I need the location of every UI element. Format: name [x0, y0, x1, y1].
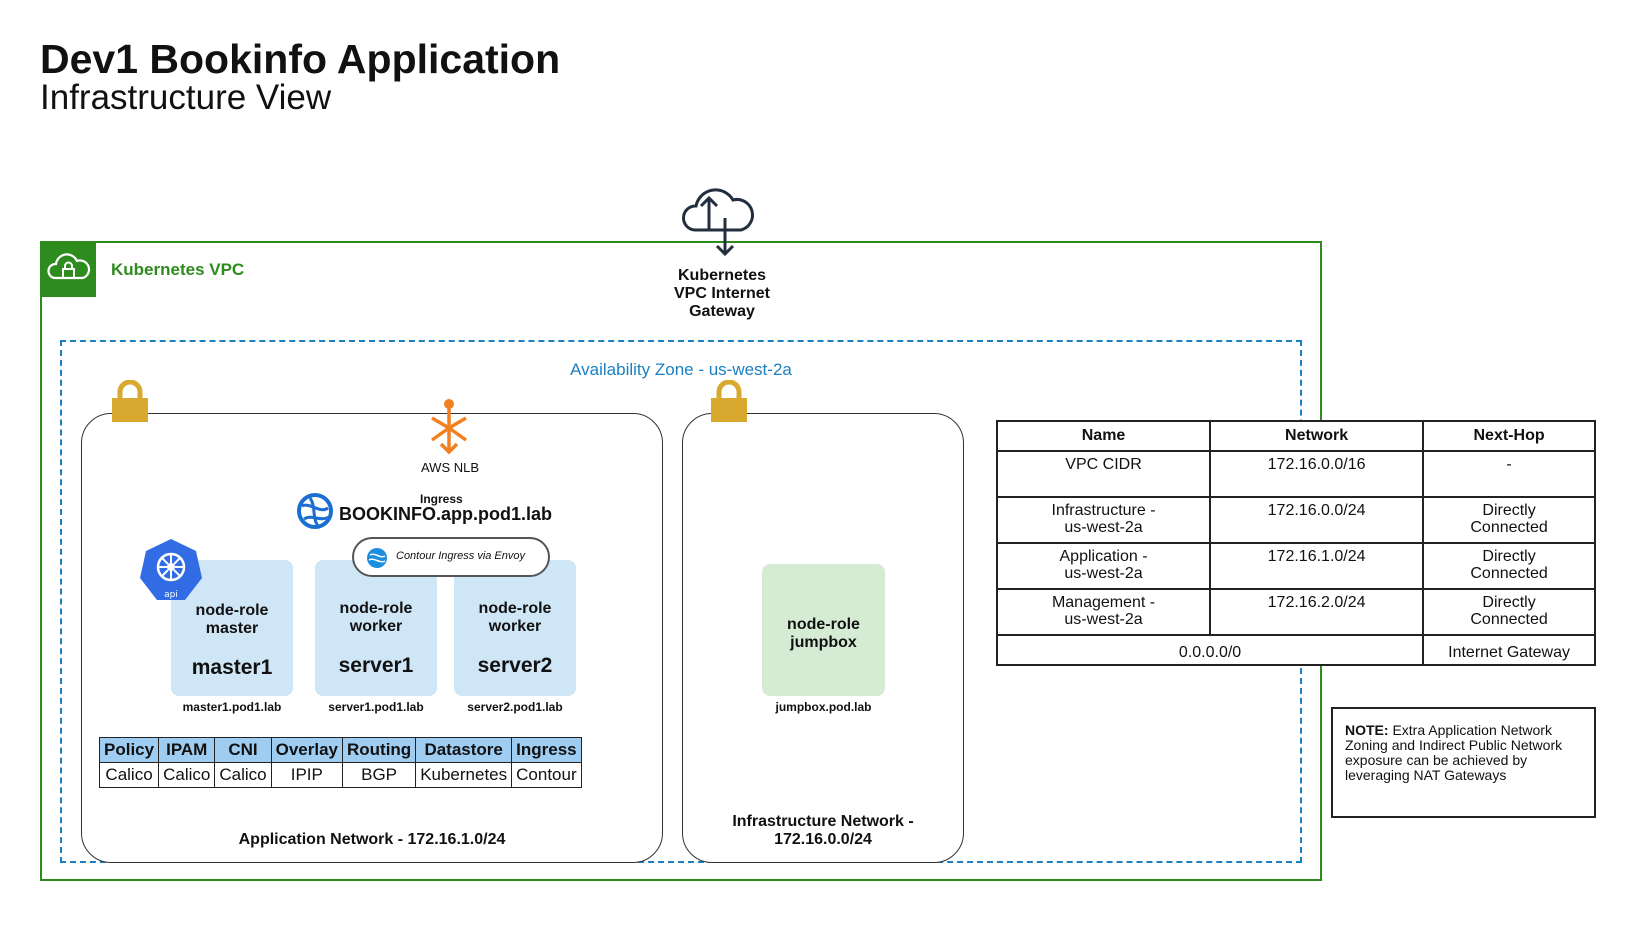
ingress-caption: Ingress [420, 492, 463, 506]
note-box: NOTE: Extra Application Network Zoning a… [1331, 707, 1596, 818]
host-server2: server2.pod1.lab [467, 700, 563, 714]
lock-icon [709, 379, 749, 429]
contour-icon [367, 548, 387, 568]
host-jumpbox: jumpbox.pod.lab [775, 700, 872, 714]
note-text: Extra Application Network Zoning and Ind… [1345, 722, 1563, 783]
nlb-icon [426, 398, 472, 463]
infrastructure-network-label: Infrastructure Network - 172.16.0.0/24 [732, 813, 914, 848]
route-table-header: Name Network Next-Hop [995, 420, 1596, 452]
cni-config-table: Policy IPAM CNI Overlay Routing Datastor… [98, 737, 582, 788]
ingress-globe-icon [296, 492, 334, 535]
kubernetes-api-icon: api [138, 537, 204, 608]
vpc-label: Kubernetes VPC [111, 260, 245, 279]
page-title: Dev1 Bookinfo Application [40, 36, 561, 82]
route-table: Name Network Next-Hop VPC CIDR 172.16.0.… [995, 420, 1596, 666]
note-bold: NOTE: [1345, 722, 1389, 738]
route-row-default: 0.0.0.0/0 Internet Gateway [995, 634, 1596, 666]
node-server1[interactable]: node-role worker server1 [315, 560, 437, 696]
host-server1: server1.pod1.lab [328, 700, 424, 714]
lock-icon [110, 379, 150, 429]
page-subtitle: Infrastructure View [40, 78, 332, 117]
internet-gateway-label: Kubernetes VPC Internet Gateway [673, 267, 770, 320]
route-row: Management -us-west-2a 172.16.2.0/24 Dir… [995, 588, 1596, 636]
vpc-cloud-lock-icon [40, 241, 96, 297]
node-jumpbox[interactable]: node-role jumpbox [762, 564, 885, 696]
route-row: Infrastructure -us-west-2a 172.16.0.0/24… [995, 496, 1596, 544]
route-row: Application -us-west-2a 172.16.1.0/24 Di… [995, 542, 1596, 590]
availability-zone-label: Availability Zone - us-west-2a [570, 360, 792, 379]
contour-label: Contour Ingress via Envoy [396, 550, 526, 562]
cni-config-header-row: Policy IPAM CNI Overlay Routing Datastor… [98, 737, 582, 763]
api-badge-label: api [164, 590, 178, 600]
ingress-host: BOOKINFO.app.pod1.lab [339, 504, 553, 524]
route-row: VPC CIDR 172.16.0.0/16 - [995, 450, 1596, 498]
host-master1: master1.pod1.lab [182, 700, 282, 714]
nlb-label: AWS NLB [420, 460, 480, 475]
cloud-upload-icon [673, 174, 763, 265]
contour-ingress-pill[interactable]: Contour Ingress via Envoy [352, 537, 550, 577]
node-server2[interactable]: node-role worker server2 [454, 560, 576, 696]
application-network-label: Application Network - 172.16.1.0/24 [238, 831, 506, 848]
cni-config-value-row: Calico Calico Calico IPIP BGP Kubernetes… [98, 762, 582, 788]
